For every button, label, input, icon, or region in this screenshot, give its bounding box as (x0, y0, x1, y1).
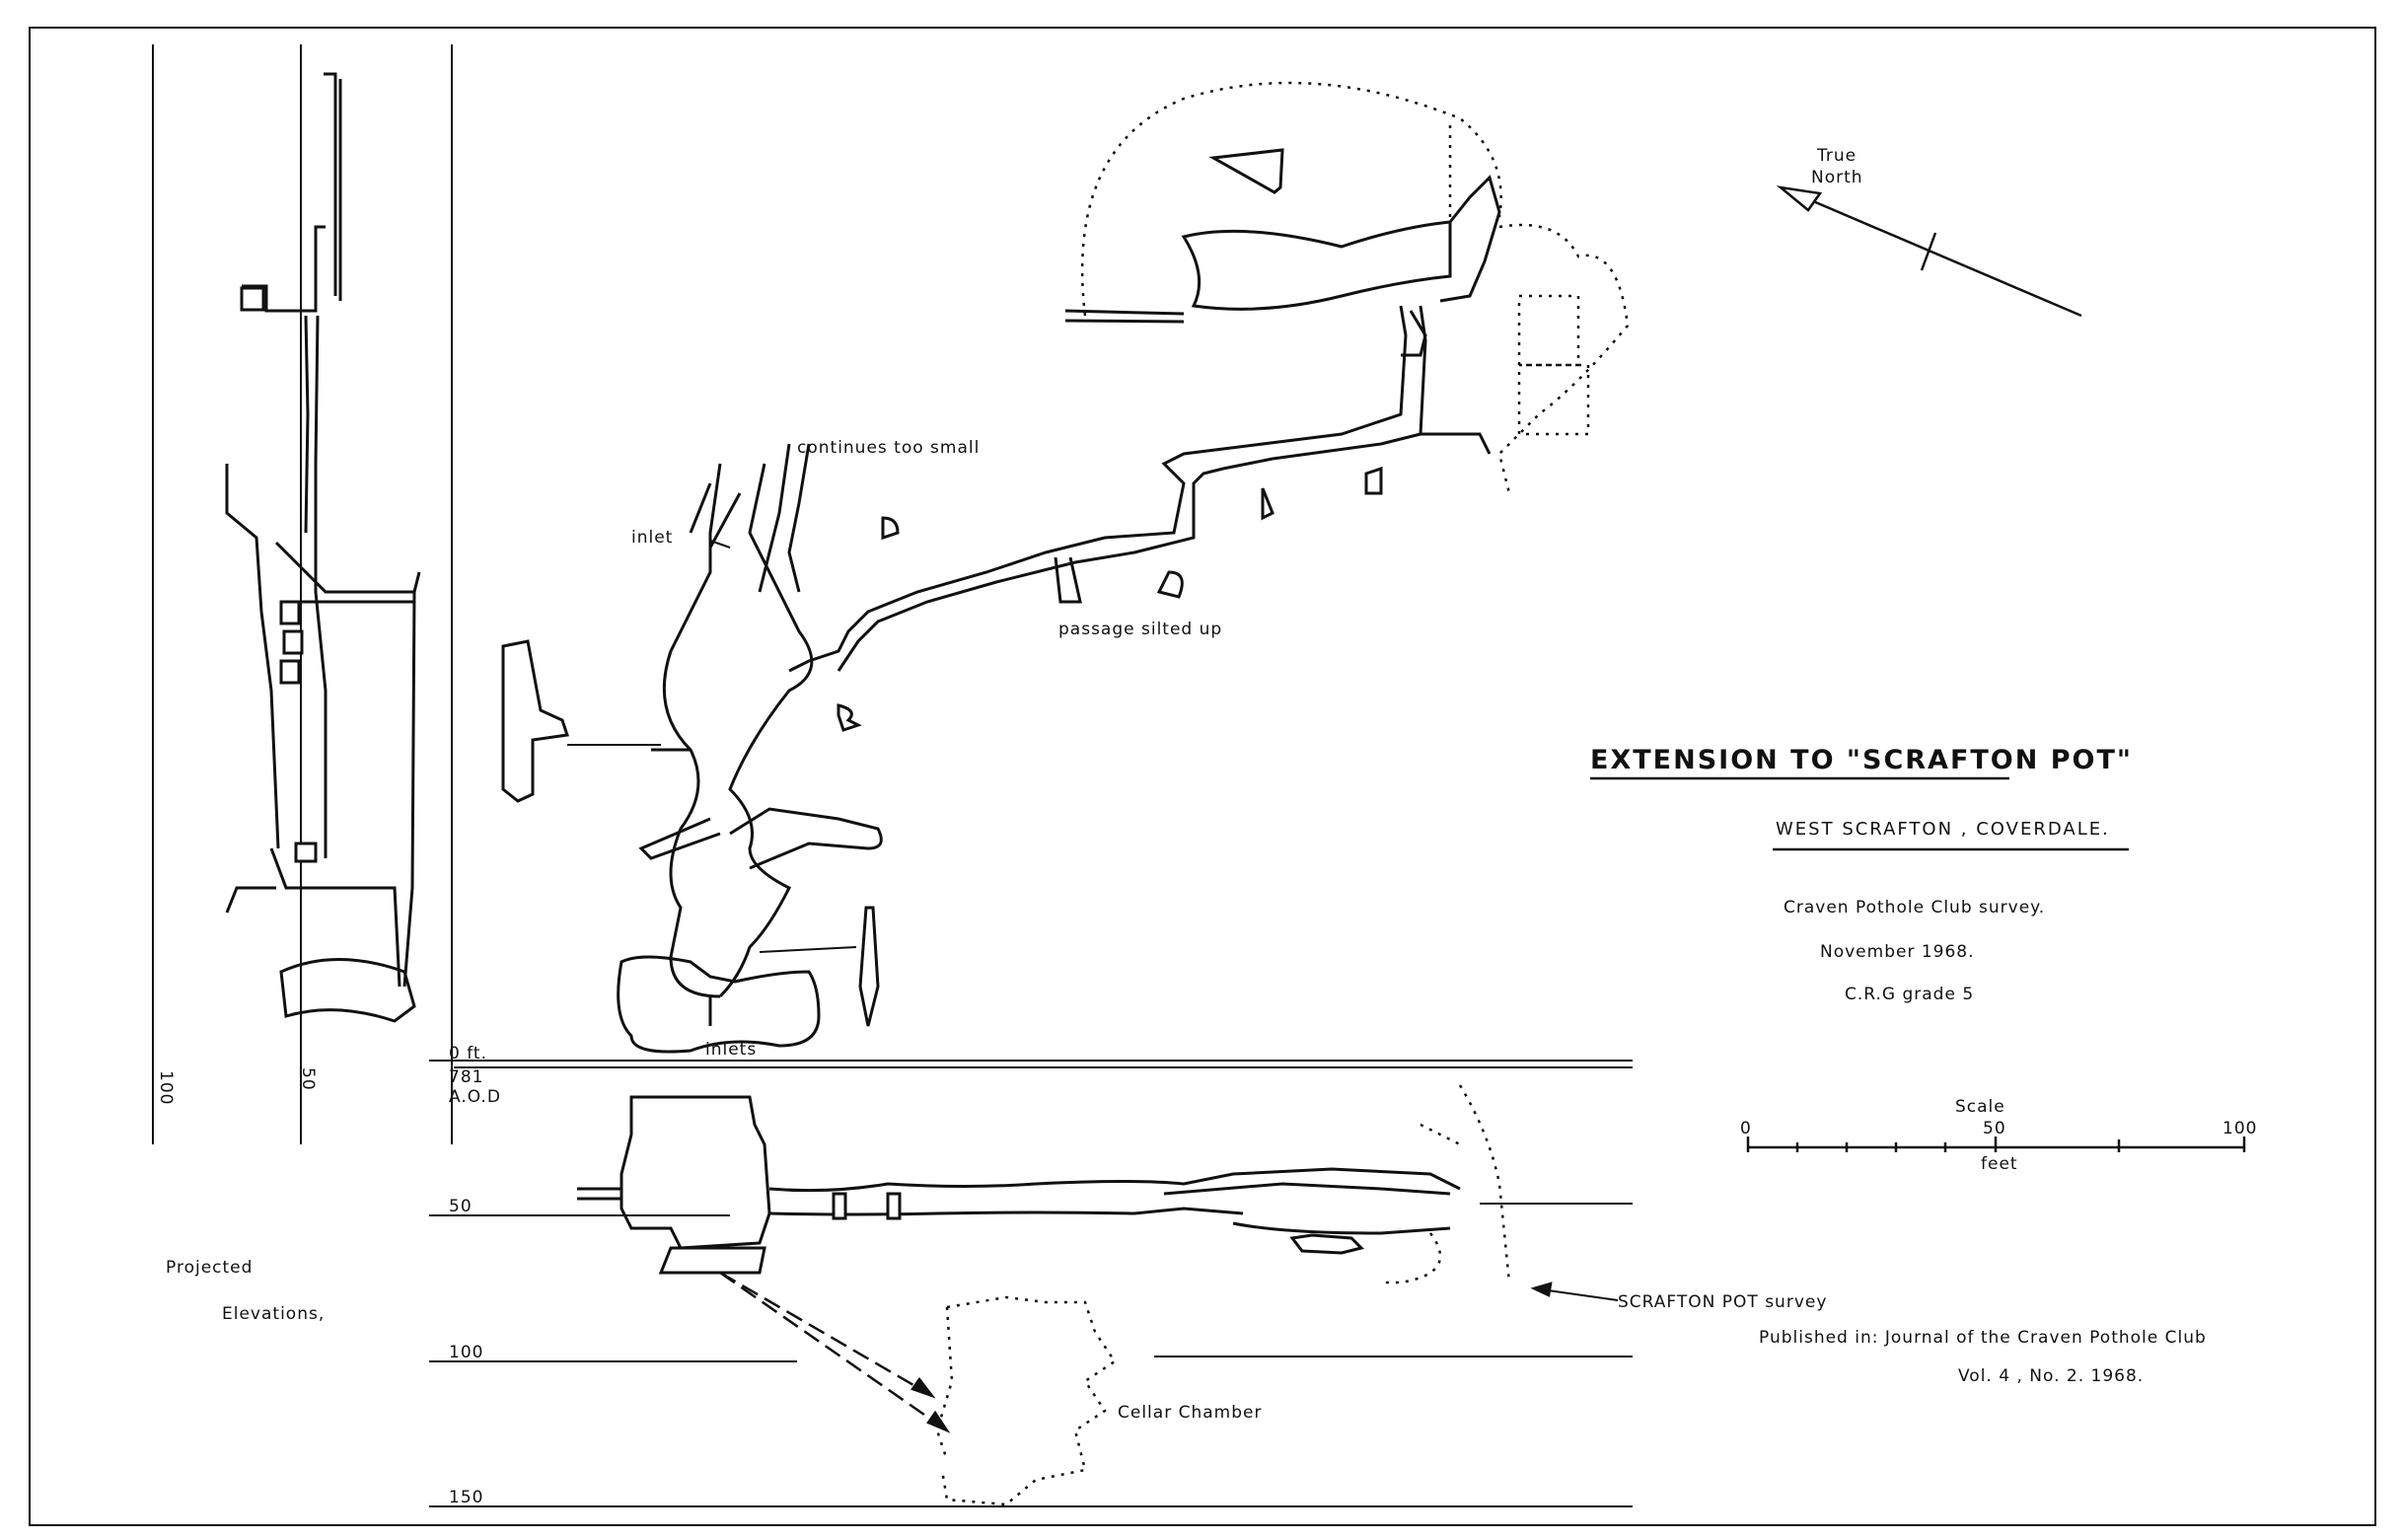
north-arrow (1776, 185, 2082, 318)
scale-min: 0 (1740, 1119, 1752, 1138)
plan-upper-chamber (1064, 81, 1502, 357)
plan-section-lines (567, 540, 857, 953)
label-silted: passage silted up (1058, 620, 1223, 639)
publication-line-1: Published in: Journal of the Craven Poth… (1759, 1328, 2207, 1348)
scale-unit: feet (1981, 1154, 2018, 1174)
plan-main-passage (788, 305, 1492, 673)
projected-label-1: Projected (166, 1258, 254, 1278)
datum-top: 0 ft. (449, 1044, 487, 1063)
label-inlets: inlets (705, 1040, 758, 1060)
plan-side-features (501, 466, 1383, 1027)
elevation-profile (577, 1095, 1461, 1275)
side-elevation-blocks (240, 286, 318, 863)
north-label-north: North (1811, 168, 1863, 187)
datum-value: 781 (449, 1067, 484, 1087)
label-inlet: inlet (631, 528, 674, 548)
map-frame (29, 27, 2376, 1526)
location-label: WEST SCRAFTON , COVERDALE. (1776, 819, 2110, 840)
projected-label-2: Elevations, (222, 1304, 326, 1324)
scale-mid: 50 (1983, 1119, 2006, 1138)
elevation-datum-lines (429, 1060, 1633, 1507)
scale-label: Scale (1955, 1097, 2005, 1117)
side-elevation-profile (225, 72, 421, 1023)
survey-title: EXTENSION TO "SCRAFTON POT" (1590, 745, 2133, 775)
elevation-dotted-outline (935, 1084, 1511, 1506)
survey-grade: C.R.G grade 5 (1845, 985, 1975, 1004)
north-label-true: True (1817, 146, 1858, 166)
cellar-arrows (719, 1271, 1619, 1433)
plan-right-outline (1448, 118, 1630, 494)
depth-150: 150 (449, 1488, 484, 1507)
title-underlines (1590, 776, 2129, 851)
side-scale-100: 100 (156, 1070, 176, 1106)
publication-line-2: Vol. 4 , No. 2. 1968. (1958, 1366, 2145, 1386)
datum-ref: A.O.D (449, 1087, 501, 1107)
scale-bar (1746, 1137, 2246, 1152)
survey-credit: Craven Pothole Club survey. (1784, 898, 2046, 917)
cellar-chamber-label: Cellar Chamber (1118, 1403, 1263, 1423)
depth-100: 100 (449, 1343, 484, 1362)
side-scale-50: 50 (298, 1067, 318, 1091)
depth-50: 50 (449, 1197, 473, 1216)
scale-max: 100 (2222, 1119, 2258, 1138)
label-continues: continues too small (797, 438, 981, 458)
plan-main-chamber (617, 443, 883, 1054)
side-elevation-axes (152, 44, 453, 1144)
survey-date: November 1968. (1820, 942, 1975, 962)
scrafton-survey-label: SCRAFTON POT survey (1618, 1292, 1828, 1312)
